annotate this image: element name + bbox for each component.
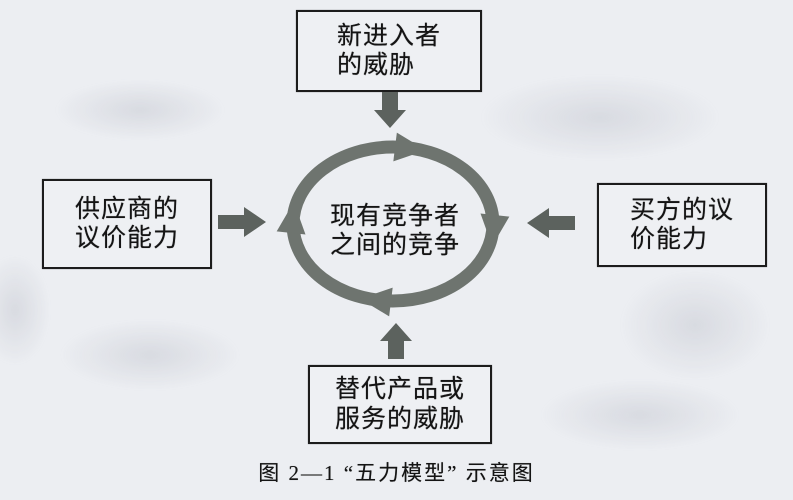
scan-smudge <box>55 80 225 140</box>
box-line: 新进入者 <box>336 22 441 50</box>
box-line: 的威胁 <box>336 52 415 79</box>
supplier-bargaining-label: 供应商的 议价能力 <box>75 195 179 254</box>
right-arrow-icon <box>218 207 266 237</box>
figure-caption: 图 2—1 “五力模型” 示意图 <box>258 461 535 485</box>
left-arrow-icon <box>527 208 575 238</box>
scan-smudge <box>0 255 50 365</box>
box-line: 买方的议 <box>629 196 734 224</box>
rivalry-line: 现有竞争者 <box>330 203 461 230</box>
substitute-threat-label: 替代产品或 服务的威胁 <box>335 375 465 434</box>
box-line: 价能力 <box>629 226 708 253</box>
supplier-bargaining-box: 供应商的 议价能力 <box>42 179 212 269</box>
substitute-threat-box: 替代产品或 服务的威胁 <box>308 365 492 444</box>
box-line: 议价能力 <box>74 225 179 252</box>
box-line: 服务的威胁 <box>334 405 465 433</box>
rivalry-label: 现有竞争者 之间的竞争 <box>330 202 460 260</box>
scan-smudge <box>540 380 740 450</box>
rivalry-line: 之间的竞争 <box>330 232 461 259</box>
ring-arrowhead-right-icon <box>480 213 510 246</box>
threat-new-entrants-label: 新进入者 的威胁 <box>337 22 441 81</box>
ring-arrowhead-top-icon <box>393 132 426 162</box>
buyer-bargaining-label: 买方的议 价能力 <box>630 196 734 255</box>
buyer-bargaining-box: 买方的议 价能力 <box>597 183 767 267</box>
threat-new-entrants-box: 新进入者 的威胁 <box>296 10 482 92</box>
rivalry-cycle-ring <box>276 132 510 317</box>
box-line: 替代产品或 <box>334 376 465 403</box>
scan-smudge <box>60 320 240 390</box>
box-line: 供应商的 <box>74 195 179 223</box>
down-arrow-icon <box>374 92 406 128</box>
ring-arrowhead-bottom-icon <box>360 287 393 317</box>
up-arrow-icon <box>380 323 412 359</box>
scan-smudge <box>620 270 770 380</box>
ring-arrowhead-left-icon <box>276 202 306 235</box>
